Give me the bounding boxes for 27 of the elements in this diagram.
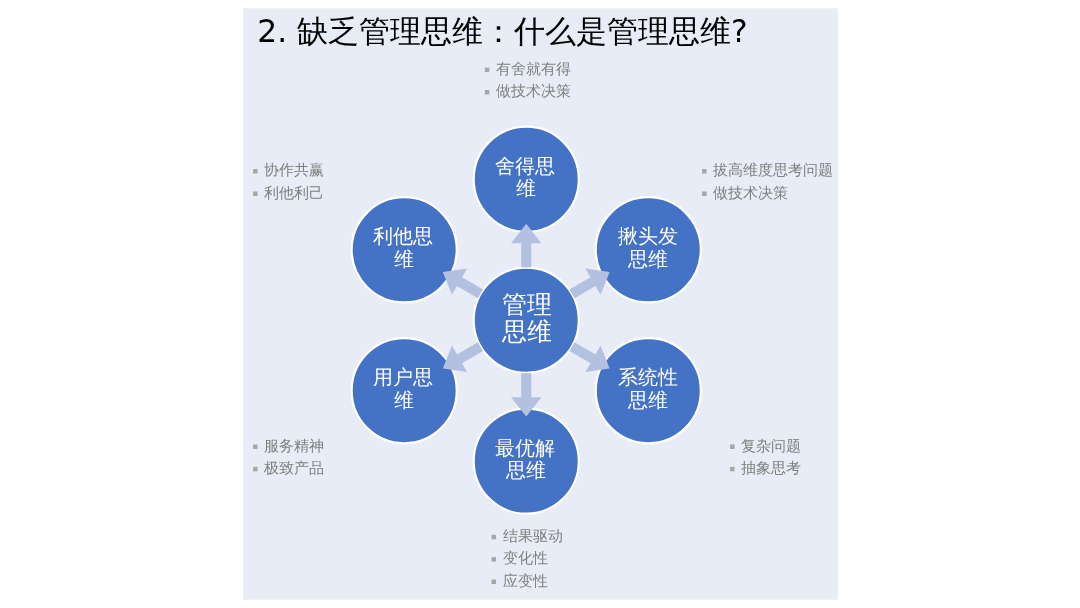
node-label: 复杂问题	[740, 437, 801, 454]
node-circle: 管理思维	[472, 266, 580, 374]
node-circle: 舍得思维	[472, 125, 580, 233]
arrow	[569, 268, 610, 299]
node-circle: 用户思维	[350, 337, 458, 445]
node-label: 抽象思考	[740, 459, 801, 476]
node-label: 协作共赢	[263, 162, 324, 179]
node-label: 做技术决策	[712, 184, 788, 201]
arrow	[569, 342, 610, 372]
node-circle: 揪头发思维	[594, 196, 702, 304]
node-label: 结果驱动	[502, 527, 563, 544]
arrow	[510, 373, 541, 417]
diagram-title: 2. 缺乏管理思维：什么是管理思维?	[256, 13, 748, 50]
arrow	[442, 268, 483, 299]
node-label: 做技术决策	[495, 83, 571, 100]
node-label: 应变性	[502, 572, 548, 589]
node-circle: 系统性思维	[594, 337, 702, 445]
node-label: 极致产品	[263, 459, 324, 476]
arrow	[442, 342, 483, 372]
node-label: 利他利己	[263, 184, 324, 201]
node-label: 变化性	[502, 550, 548, 567]
node-label: 服务精神	[263, 437, 324, 454]
node-circle: 最优解思维	[472, 407, 580, 515]
node-circle: 利他思维	[350, 196, 458, 304]
arrow	[510, 223, 541, 268]
node-label: 拔高维度思考问题	[712, 162, 833, 179]
node-label: 有舍就有得	[495, 60, 571, 77]
